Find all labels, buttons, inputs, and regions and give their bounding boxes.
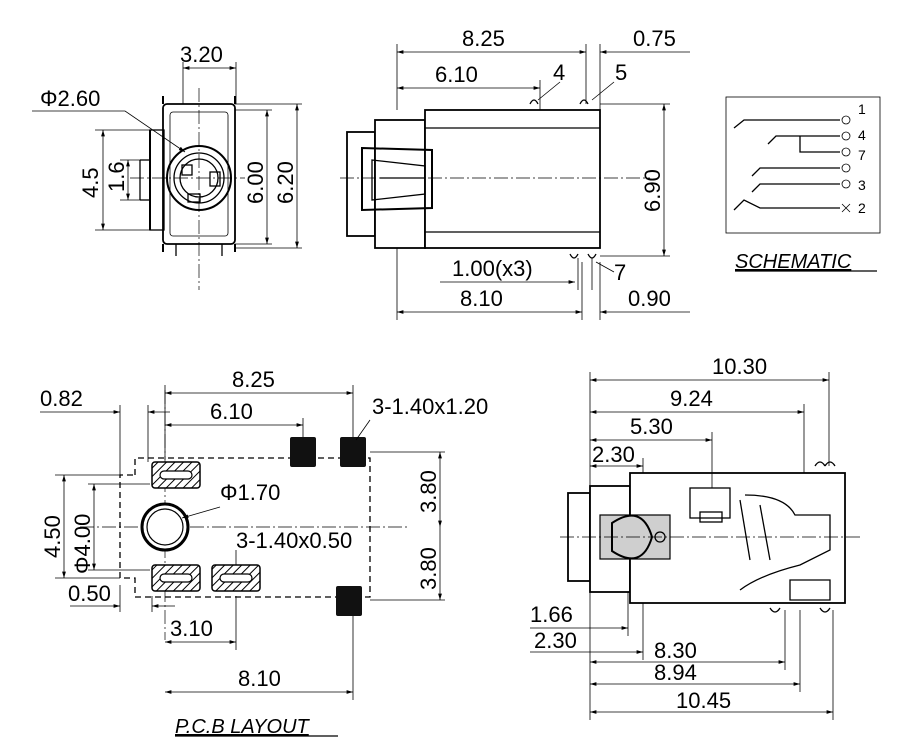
- side-front-housing: [374, 119, 426, 249]
- side-pin-7-label: 7: [614, 260, 626, 285]
- pcb-height-4-50-label: 4.50: [40, 515, 65, 558]
- schematic-frame: [725, 96, 881, 234]
- schematic-pin-4-label: 4: [858, 127, 866, 143]
- pcb-length-3-10-label: 3.10: [170, 616, 213, 641]
- schematic-pin-1-label: 1: [858, 101, 866, 117]
- pcb-length-6-10-label: 6.10: [210, 399, 253, 424]
- bottom-length-8-94-label: 8.94: [654, 660, 697, 685]
- side-height-6-90-label: 6.90: [640, 169, 665, 212]
- pcb-small-pad-label: 3-1.40x0.50: [236, 528, 352, 553]
- pcb-square-pad-3: [336, 586, 362, 616]
- pcb-length-0-50-label: 0.50: [68, 581, 111, 606]
- schematic-pin-3-label: 3: [858, 177, 866, 193]
- bottom-length-9-24-label: 9.24: [670, 386, 713, 411]
- bottom-length-5-30-label: 5.30: [630, 414, 673, 439]
- front-view: 3.20 Φ2.60 4.5 1.6 6.00 6.20: [32, 42, 302, 290]
- bottom-length-10-30-label: 10.30: [712, 354, 767, 379]
- side-length-6-10-label: 6.10: [435, 62, 478, 87]
- pcb-diameter-4-00-label: Φ4.00: [70, 514, 95, 574]
- schematic-pin-7-label: 7: [858, 147, 866, 163]
- side-length-8-25-label: 8.25: [462, 26, 505, 51]
- pcb-length-8-25-label: 8.25: [232, 367, 275, 392]
- side-pitch-label: 1.00(x3): [452, 256, 533, 281]
- front-diameter-label: Φ2.60: [40, 86, 100, 111]
- bottom-length-8-30-label: 8.30: [654, 638, 697, 663]
- bottom-view: 10.30 9.24 5.30 2.30 1.66 2.30 8.30 8.94…: [530, 354, 860, 720]
- pcb-caption: P.C.B LAYOUT: [175, 716, 311, 738]
- bottom-length-10-45-label: 10.45: [676, 688, 731, 713]
- pcb-square-pad-1: [290, 437, 316, 467]
- pcb-large-pad-label: 3-1.40x1.20: [372, 394, 488, 419]
- pcb-height-3-80-bottom-label: 3.80: [416, 547, 441, 590]
- bottom-length-1-66-label: 1.66: [530, 602, 573, 627]
- side-view: 8.25 0.75 6.10 4 5 6.90 1.00(x3) 7 8.10 …: [340, 26, 690, 320]
- schematic-pin-2-label: 2: [858, 200, 866, 216]
- front-width-label: 3.20: [180, 42, 223, 67]
- front-height-1-6-label: 1.6: [104, 161, 129, 192]
- pcb-hole-outer: [140, 502, 190, 552]
- bottom-length-2-30-bottom-label: 2.30: [534, 628, 577, 653]
- schematic: 1 4 7 3 2 SCHEMATIC: [725, 96, 881, 273]
- side-length-0-90-label: 0.90: [628, 286, 671, 311]
- side-length-8-10-label: 8.10: [460, 286, 503, 311]
- side-plug-cavity: [361, 146, 433, 212]
- side-main-housing: [424, 109, 601, 249]
- pcb-layout: 8.25 0.82 6.10 3-1.40x1.20 Φ1.70 3.80 3.…: [40, 367, 488, 738]
- pcb-square-pad-2: [340, 437, 366, 467]
- pcb-length-8-10-label: 8.10: [238, 666, 281, 691]
- pcb-length-0-82-label: 0.82: [40, 386, 83, 411]
- front-height-6-20-label: 6.20: [273, 161, 298, 204]
- front-height-6-00-label: 6.00: [243, 161, 268, 204]
- front-height-4-5-label: 4.5: [78, 167, 103, 198]
- bottom-length-2-30-top-label: 2.30: [592, 442, 635, 467]
- pcb-outline: [119, 457, 371, 598]
- side-length-0-75-label: 0.75: [633, 26, 676, 51]
- pcb-diameter-1-70-label: Φ1.70: [220, 480, 280, 505]
- side-pin-4-label: 4: [553, 60, 565, 85]
- schematic-caption: SCHEMATIC: [735, 251, 852, 273]
- side-pin-5-label: 5: [615, 60, 627, 85]
- pcb-height-3-80-top-label: 3.80: [416, 470, 441, 513]
